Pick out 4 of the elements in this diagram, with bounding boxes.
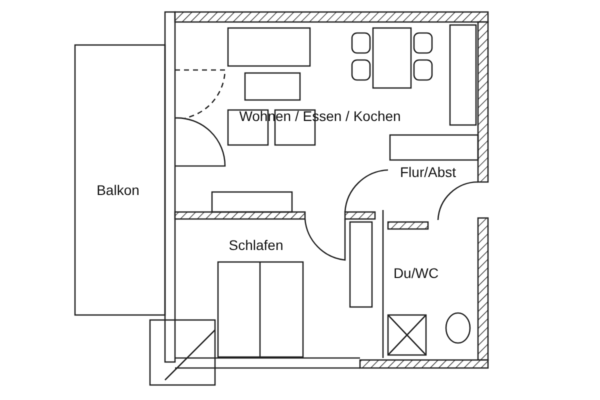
room-label: Du/WC (393, 265, 439, 281)
room-label: Schlafen (228, 237, 284, 253)
room-label: Flur/Abst (400, 164, 456, 180)
room-label: Balkon (96, 182, 140, 198)
